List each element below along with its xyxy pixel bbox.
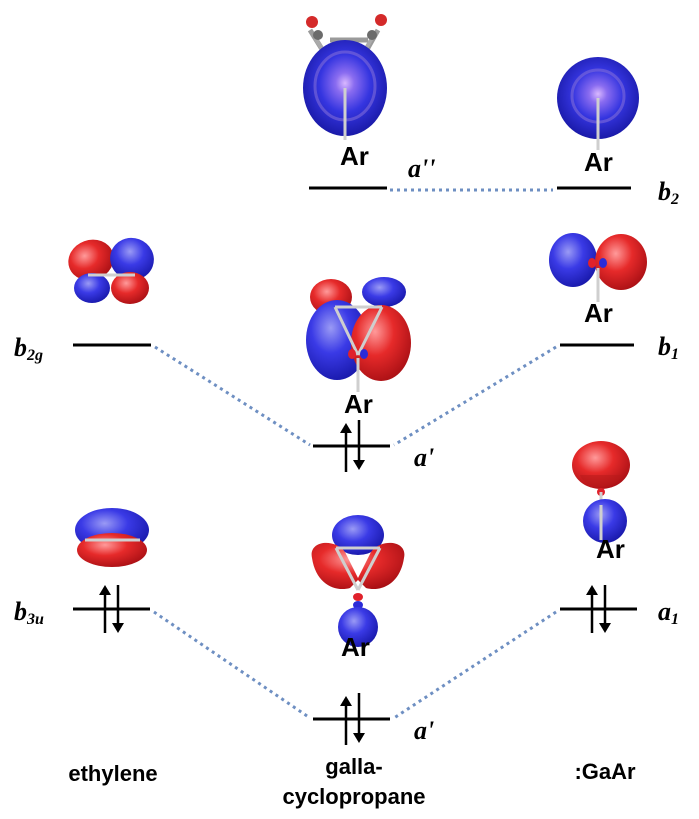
orbital-a-prime-upper [306, 277, 411, 392]
symmetry-label-b2g-sub: 2g [27, 347, 43, 364]
ar-label-b1: Ar [584, 298, 613, 328]
symmetry-label-b2-sub: 2 [671, 191, 679, 208]
symmetry-label-a-prime-lower: a' [414, 716, 435, 745]
orbital-a-prime-lower [311, 515, 405, 647]
symmetry-label-a1: a1 [658, 597, 679, 629]
symmetry-label-b3u: b3u [14, 597, 44, 629]
column-label-gaar: :GaAr [574, 759, 636, 784]
column-label-ethylene: ethylene [68, 761, 158, 786]
column-label-gallacyclopropane-line2: cyclopropane [282, 784, 426, 809]
ar-label-a-prime-upper: Ar [344, 389, 373, 419]
symmetry-label-a-prime-upper: a' [414, 443, 435, 472]
symmetry-label-b1-sub: 1 [671, 346, 679, 363]
electron-pair-a-prime-lower [340, 693, 365, 745]
connector-b3u-a-prime [153, 610, 311, 720]
symmetry-label-a-double-prime: a'' [408, 154, 436, 183]
orbital-a1-gaar [572, 441, 630, 543]
ar-label-a1: Ar [596, 534, 625, 564]
connector-b2g-a-prime [154, 345, 311, 447]
symmetry-label-b2: b2 [658, 177, 679, 209]
connector-a1-a-prime [393, 610, 557, 720]
symmetry-label-b3u-sub: 3u [27, 611, 44, 628]
symmetry-label-b2g-main: b [14, 333, 27, 362]
electron-pair-a1 [586, 585, 611, 633]
ar-label-b2: Ar [584, 147, 613, 177]
ar-label-a-prime-lower: Ar [341, 632, 370, 662]
symmetry-label-b3u-main: b [14, 597, 27, 626]
column-label-gallacyclopropane: galla- cyclopropane [270, 752, 438, 812]
symmetry-label-b1-main: b [658, 332, 671, 361]
orbital-b2-gaar [557, 57, 639, 150]
orbital-b1-gaar [549, 233, 647, 302]
symmetry-label-a1-main: a [658, 597, 671, 626]
electron-pair-a-prime-upper [340, 420, 365, 472]
orbital-a-double-prime [303, 14, 387, 140]
symmetry-label-a1-sub: 1 [671, 611, 679, 628]
orbital-b3u-ethylene [75, 508, 149, 567]
connector-b1-a-prime [393, 345, 557, 447]
column-label-gallacyclopropane-line1: galla- [325, 754, 383, 779]
symmetry-label-b2g: b2g [14, 333, 43, 365]
symmetry-label-b2-main: b [658, 177, 671, 206]
symmetry-label-b1: b1 [658, 332, 679, 364]
ar-label-a-double-prime: Ar [340, 141, 369, 171]
electron-pair-b3u [99, 585, 124, 633]
orbital-b2g-ethylene [68, 237, 154, 304]
